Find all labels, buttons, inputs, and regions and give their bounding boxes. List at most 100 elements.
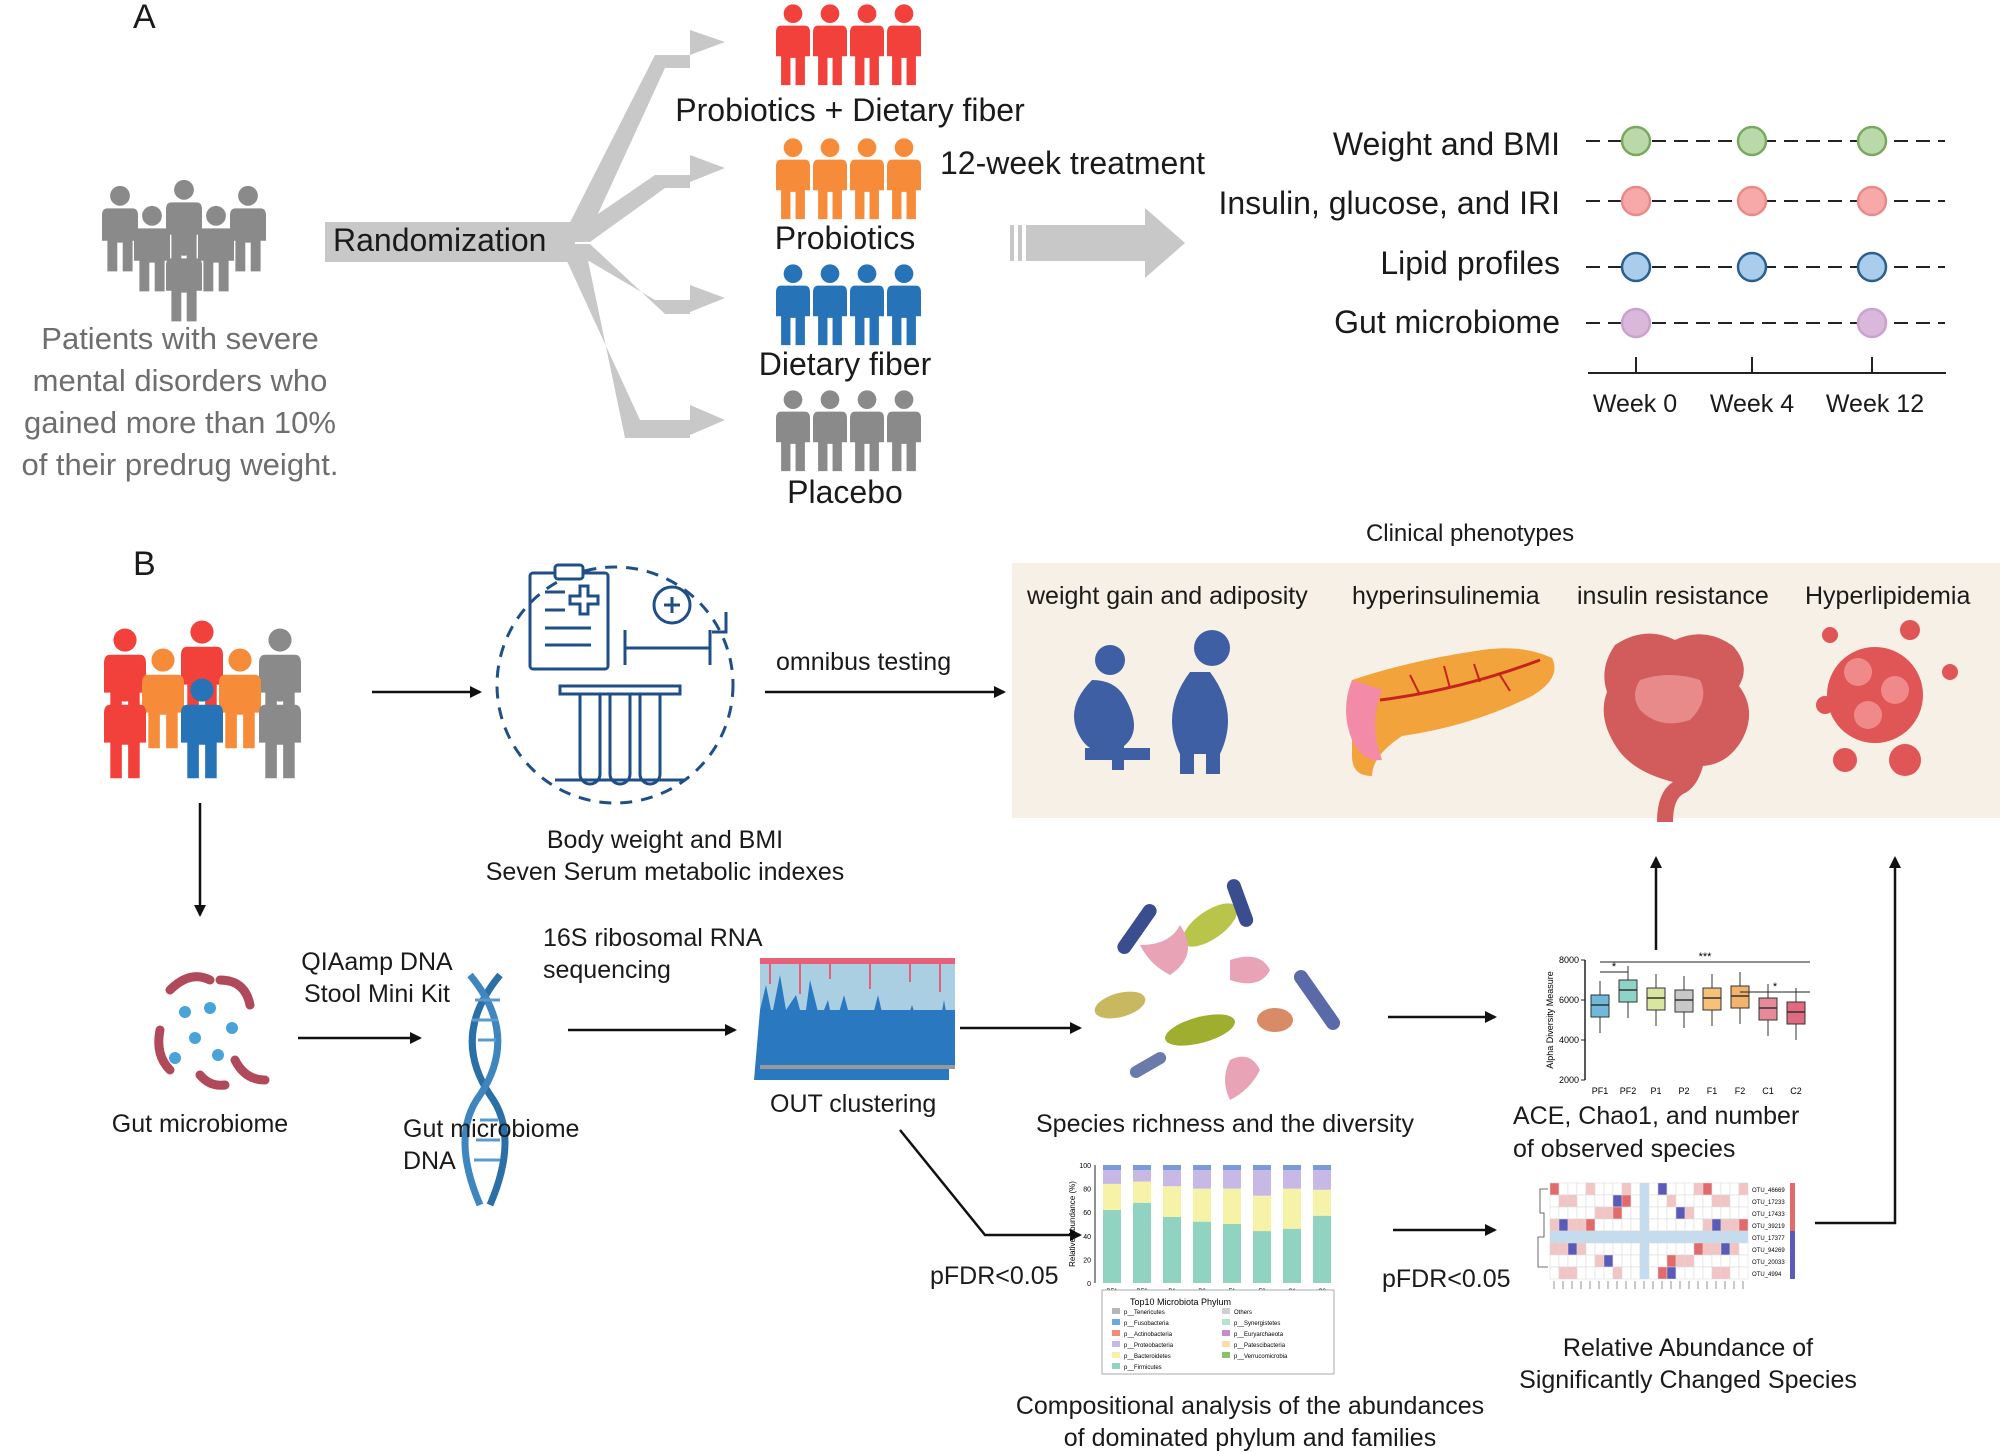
heatmap-cell xyxy=(1639,1242,1650,1256)
timepoint-marker xyxy=(1620,307,1652,339)
body-weight-line-1: Body weight and BMI xyxy=(546,826,784,854)
stacked-tick-label: 40 xyxy=(1083,1234,1091,1241)
sig-marker: * xyxy=(1612,961,1617,973)
heatmap-cell xyxy=(1630,1182,1641,1196)
stacked-legend-label: p__Proteobacteria xyxy=(1124,1343,1174,1349)
heatmap-cell xyxy=(1648,1254,1659,1268)
heatmap-cell xyxy=(1639,1254,1650,1268)
heatmap-dendrogram xyxy=(1537,1188,1548,1268)
boxplot-group-label: F1 xyxy=(1707,1086,1718,1096)
heatmap-cell xyxy=(1720,1194,1731,1208)
stacked-legend-swatch xyxy=(1222,1319,1230,1325)
heatmap-cell xyxy=(1612,1242,1623,1256)
heatmap-cell xyxy=(1693,1194,1704,1208)
heatmap-cell xyxy=(1711,1254,1722,1268)
heatmap-cell xyxy=(1666,1182,1677,1196)
heatmap-cell xyxy=(1585,1266,1596,1280)
pfdr-label-1: pFDR<0.05 xyxy=(930,1262,1059,1290)
heatmap-cell xyxy=(1675,1230,1686,1244)
patients-line-4: of their predrug weight. xyxy=(21,447,339,482)
heatmap-cell xyxy=(1558,1206,1569,1220)
stacked-tick-label: 0 xyxy=(1087,1281,1091,1288)
heatmap-cell xyxy=(1621,1206,1632,1220)
heatmap-cell xyxy=(1639,1206,1650,1220)
stacked-legend-swatch xyxy=(1222,1352,1230,1358)
heatmap-cell xyxy=(1720,1254,1731,1268)
ace-caption: ACE, Chao1, and number of observed speci… xyxy=(1513,1100,1799,1166)
heatmap-cell xyxy=(1585,1254,1596,1268)
kit-line-2: Stool Mini Kit xyxy=(304,980,450,1008)
heatmap-cell xyxy=(1666,1242,1677,1256)
heatmap-cell xyxy=(1729,1254,1740,1268)
heatmap-cell xyxy=(1576,1194,1587,1208)
heatmap-cell xyxy=(1549,1266,1560,1280)
measurement-timeline xyxy=(1586,125,1946,374)
kit-caption: QIAamp DNA Stool Mini Kit xyxy=(262,946,492,1010)
heatmap-cell xyxy=(1675,1242,1686,1256)
heatmap-cell xyxy=(1558,1242,1569,1256)
heatmap-cell xyxy=(1567,1242,1578,1256)
dna-helix-icon xyxy=(461,972,509,1207)
heatmap-cell xyxy=(1585,1182,1596,1196)
group-icon-placebo xyxy=(776,390,921,472)
heatmap-cell xyxy=(1630,1254,1641,1268)
boxplot-y-label: Alpha Diversity Measure xyxy=(1545,971,1555,1069)
otu-clustering-thumbnail xyxy=(754,958,955,1080)
stacked-legend-swatch xyxy=(1222,1308,1230,1314)
stacked-legend-label: p__Firmicutes xyxy=(1124,1365,1162,1371)
stacked-tick-label: 80 xyxy=(1083,1187,1091,1194)
heatmap-cell xyxy=(1657,1230,1668,1244)
heatmap-cell xyxy=(1657,1194,1668,1208)
heatmap-cell xyxy=(1621,1266,1632,1280)
stacked-legend-label: p__Actinobacteria xyxy=(1124,1332,1173,1338)
heatmap-cell xyxy=(1675,1206,1686,1220)
heatmap-row-label: OTU_17433 xyxy=(1752,1212,1785,1218)
heatmap-cell xyxy=(1657,1254,1668,1268)
adipocytes-icon xyxy=(1816,620,1958,776)
heatmap-cell xyxy=(1729,1230,1740,1244)
heatmap-cell xyxy=(1630,1194,1641,1208)
heatmap-cell xyxy=(1621,1218,1632,1232)
heatmap-cell xyxy=(1603,1182,1614,1196)
heatmap-cell xyxy=(1648,1194,1659,1208)
group-icon-probiotics-fiber xyxy=(776,4,921,86)
stacked-segment-bacteroidetes xyxy=(1193,1188,1211,1222)
boxplot-group-label: C2 xyxy=(1790,1086,1802,1096)
heatmap-cell xyxy=(1576,1242,1587,1256)
stacked-legend-swatch xyxy=(1112,1352,1120,1358)
timepoint-marker xyxy=(1856,307,1888,339)
stacked-segment-other xyxy=(1313,1165,1331,1190)
stacked-segment-bacteroidetes xyxy=(1163,1186,1181,1217)
species-heatmap: OTU_46669OTU_17233OTU_17433OTU_39219OTU_… xyxy=(1537,1182,1795,1289)
heatmap-cell xyxy=(1612,1194,1623,1208)
heatmap-cell xyxy=(1693,1206,1704,1220)
heatmap-cell xyxy=(1711,1206,1722,1220)
otu-clustering-caption: OUT clustering xyxy=(770,1090,937,1118)
heatmap-cell xyxy=(1711,1194,1722,1208)
heatmap-cell xyxy=(1684,1194,1695,1208)
measure-label-insulin: Insulin, glucose, and IRI xyxy=(1218,185,1560,221)
heatmap-cell xyxy=(1720,1266,1731,1280)
heatmap-cell xyxy=(1729,1266,1740,1280)
heatmap-cell xyxy=(1729,1194,1740,1208)
heatmap-cell xyxy=(1549,1218,1560,1232)
treatment-arrow xyxy=(1010,208,1185,278)
adiposity-icon xyxy=(1074,630,1230,774)
heatmap-cell xyxy=(1675,1182,1686,1196)
heatmap-cell xyxy=(1576,1182,1587,1196)
heatmap-cell xyxy=(1639,1230,1650,1244)
stacked-legend-swatch xyxy=(1112,1330,1120,1336)
heatmap-cell xyxy=(1612,1266,1623,1280)
heatmap-cell xyxy=(1612,1230,1623,1244)
stacked-segment-bacteroidetes xyxy=(1253,1195,1271,1232)
heatmap-cell xyxy=(1738,1194,1749,1208)
timepoint-marker xyxy=(1620,251,1652,283)
heatmap-cell xyxy=(1675,1194,1686,1208)
stacked-legend-label: p__Tenericutes xyxy=(1124,1310,1165,1316)
stacked-legend-swatch xyxy=(1112,1341,1120,1347)
pancreas-icon xyxy=(1346,648,1555,776)
sequencing-line-1: 16S ribosomal RNA xyxy=(543,924,763,952)
bacteria-icon xyxy=(154,972,270,1090)
flow-arrows xyxy=(194,686,1901,1241)
